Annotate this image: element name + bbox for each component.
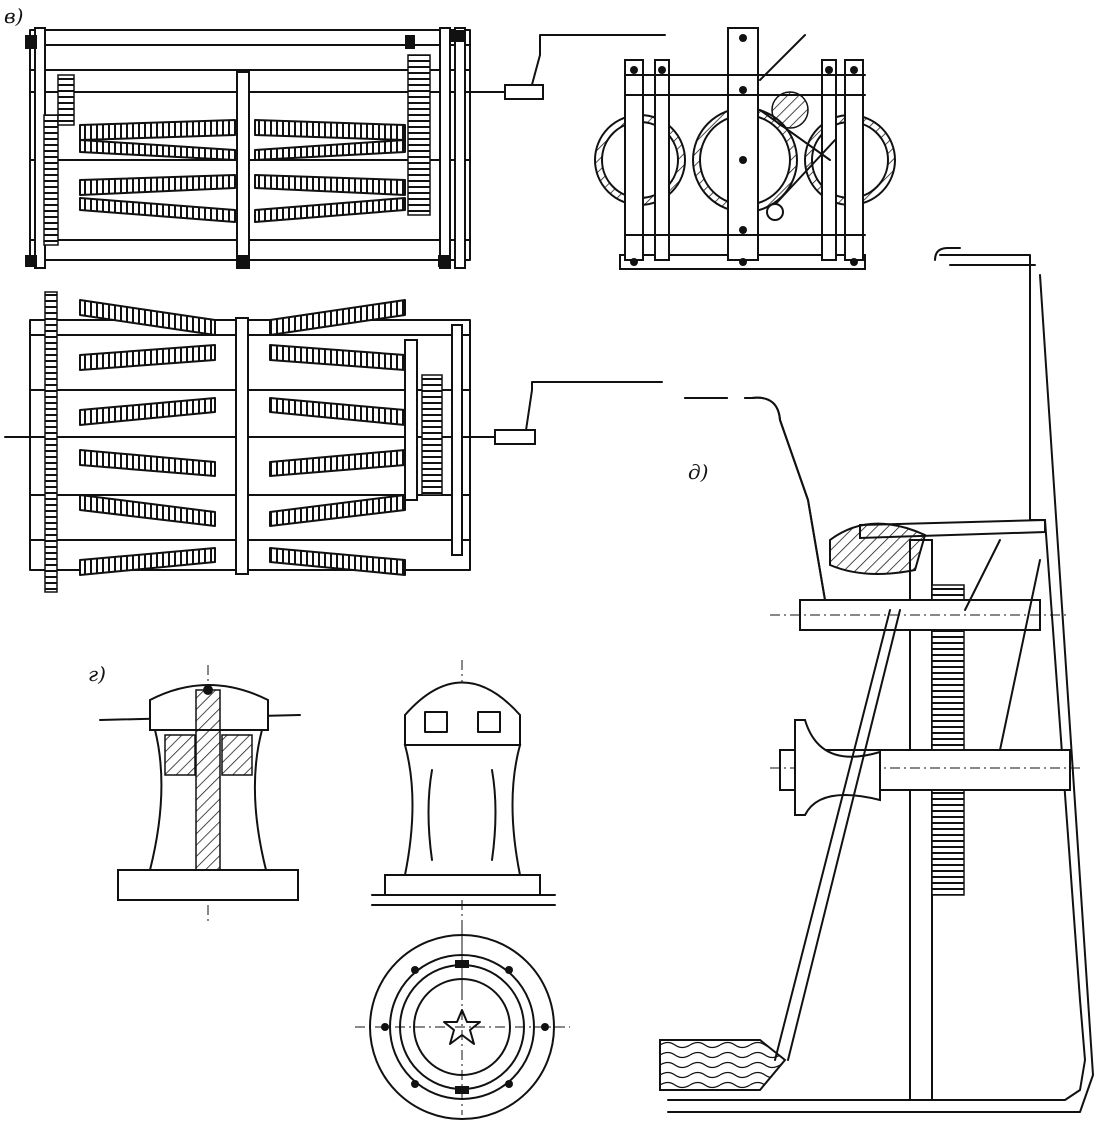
hull-section-windlass [659,247,1094,1113]
label-view-d: д) [688,460,709,484]
windlass-side-elevation [594,27,896,270]
windlass-front-elevation [25,27,666,269]
label-view-g: г) [88,662,106,686]
capstan-plan [355,930,570,1120]
label-view-v: в) [4,4,24,28]
capstan-section [99,665,301,925]
capstan-elevation [371,660,556,1000]
windlass-plan-view [4,291,663,593]
